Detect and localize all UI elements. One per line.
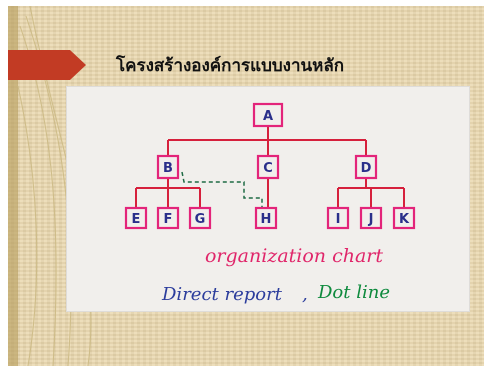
node-k-label: K bbox=[399, 212, 410, 227]
node-g-box bbox=[188, 206, 212, 230]
node-c-box bbox=[256, 154, 280, 180]
node-f-box bbox=[156, 206, 180, 230]
org-chart-photo: A B C D E F G H I J K organization chart… bbox=[66, 86, 470, 312]
caption-dot-line: Dot line bbox=[317, 282, 390, 303]
node-d-box bbox=[354, 154, 378, 180]
solid-connectors bbox=[135, 126, 405, 208]
node-e-box bbox=[124, 206, 148, 230]
node-b-label: B bbox=[163, 161, 173, 176]
slide: โครงสร้างองค์การแบบงานหลัก bbox=[8, 6, 484, 366]
node-i-label: I bbox=[336, 212, 341, 227]
dotted-connector bbox=[181, 171, 263, 208]
node-k-box bbox=[392, 206, 416, 230]
node-b-box bbox=[156, 154, 180, 180]
slide-title: โครงสร้างองค์การแบบงานหลัก bbox=[116, 56, 345, 76]
node-d-label: D bbox=[361, 161, 372, 176]
caption-organization-chart: organization chart bbox=[205, 245, 383, 267]
node-j-label: J bbox=[368, 212, 374, 227]
node-h-box bbox=[254, 206, 278, 230]
node-g-label: G bbox=[195, 212, 206, 227]
node-a-label: A bbox=[263, 109, 273, 124]
node-a-box bbox=[252, 102, 284, 128]
node-c-label: C bbox=[263, 161, 273, 176]
node-h-label: H bbox=[261, 212, 272, 227]
left-band bbox=[8, 6, 18, 366]
node-e-label: E bbox=[132, 212, 141, 227]
node-i-box bbox=[326, 206, 350, 230]
caption-separator: , bbox=[302, 284, 308, 305]
org-chart-drawing: A B C D E F G H I J K organization chart… bbox=[124, 102, 416, 305]
node-j-box bbox=[359, 206, 383, 230]
caption-direct-report: Direct report bbox=[161, 284, 283, 305]
node-f-label: F bbox=[164, 212, 173, 227]
title-arrow-icon bbox=[8, 50, 86, 80]
